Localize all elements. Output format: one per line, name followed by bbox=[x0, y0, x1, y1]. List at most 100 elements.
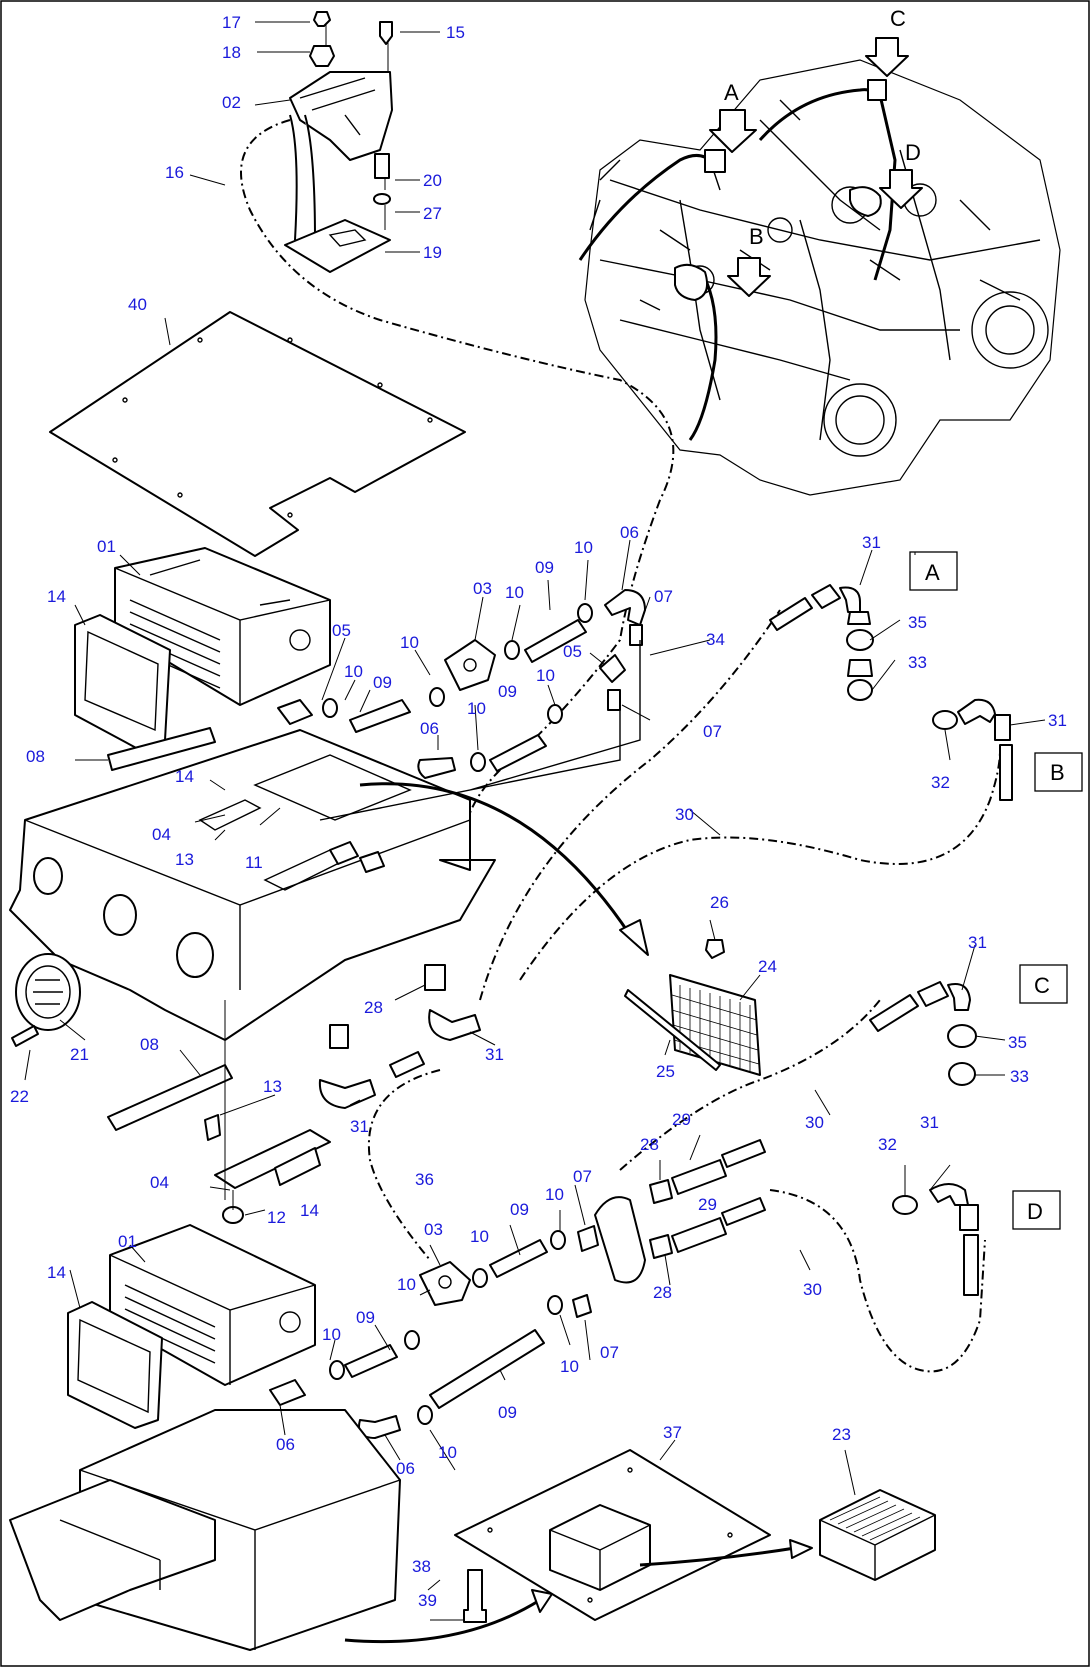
engine-overview bbox=[578, 59, 1061, 496]
callout-09-f: 09 bbox=[498, 1403, 517, 1422]
callout-24: 24 bbox=[758, 957, 777, 976]
clamp-10-b bbox=[429, 687, 445, 707]
callout-06-c: 06 bbox=[276, 1435, 295, 1454]
callout-07-b: 07 bbox=[703, 722, 722, 741]
callout-12: 12 bbox=[267, 1208, 286, 1227]
callout-21: 21 bbox=[70, 1045, 89, 1064]
callout-28-b: 28 bbox=[640, 1135, 659, 1154]
bracket-08-top bbox=[107, 727, 216, 771]
callout-28-c: 28 bbox=[653, 1283, 672, 1302]
elbow-06-c bbox=[269, 1379, 306, 1406]
clamp-10-f bbox=[470, 752, 486, 772]
callout-25: 25 bbox=[656, 1062, 675, 1081]
callout-10-h: 10 bbox=[470, 1227, 489, 1246]
pipe-30-b bbox=[519, 749, 1001, 981]
arrow-to-filter-23 bbox=[639, 1546, 796, 1567]
callout-13-top: 13 bbox=[175, 850, 194, 869]
callout-02: 02 bbox=[222, 93, 241, 112]
arrow-to-filter bbox=[359, 782, 632, 936]
callout-32-b: 32 bbox=[931, 773, 950, 792]
bolt-39 bbox=[463, 1569, 487, 1623]
callout-01-top: 01 bbox=[97, 537, 116, 556]
callout-29-b: 29 bbox=[698, 1195, 717, 1214]
callout-27: 27 bbox=[423, 204, 442, 223]
bracket-08-bottom bbox=[107, 1064, 233, 1131]
hose-09-d bbox=[489, 1239, 548, 1278]
clamp-10-k bbox=[547, 1295, 563, 1315]
callout-17: 17 bbox=[222, 13, 241, 32]
pipe-30-a bbox=[479, 609, 781, 1001]
callout-06-b: 06 bbox=[420, 719, 439, 738]
hose-09-a bbox=[349, 699, 411, 733]
callout-39: 39 bbox=[418, 1591, 437, 1610]
callout-32-d: 32 bbox=[878, 1135, 897, 1154]
hose-09-f bbox=[429, 1329, 545, 1409]
callout-10-i: 10 bbox=[397, 1275, 416, 1294]
callout-30-b: 30 bbox=[805, 1113, 824, 1132]
callout-31-e: 31 bbox=[968, 933, 987, 952]
view-box-label-a: A bbox=[925, 560, 940, 585]
fitting-07-b bbox=[607, 689, 621, 711]
callout-10-j: 10 bbox=[322, 1325, 341, 1344]
hose-stub-31 bbox=[389, 1051, 425, 1078]
engine-view-label-b: B bbox=[749, 224, 764, 249]
fitting-31-d bbox=[359, 851, 385, 873]
callout-07-c: 07 bbox=[573, 1167, 592, 1186]
view-d-assembly bbox=[892, 1183, 979, 1296]
pipe-30-c bbox=[619, 999, 881, 1171]
callout-31-c: 31 bbox=[485, 1045, 504, 1064]
gasket-14-bottom-b bbox=[67, 1301, 163, 1429]
engine-view-arrow-c: C bbox=[865, 6, 909, 77]
view-b-assembly bbox=[932, 698, 1013, 801]
callout-15: 15 bbox=[446, 23, 465, 42]
callout-03-top: 03 bbox=[473, 579, 492, 598]
hose-stub-29-b bbox=[721, 1197, 766, 1226]
callout-28-a: 28 bbox=[364, 998, 383, 1017]
callout-09-d: 09 bbox=[510, 1200, 529, 1219]
engine-view-arrow-d: D bbox=[879, 140, 923, 209]
engine-view-arrow-b: B bbox=[727, 224, 771, 297]
main-housing bbox=[9, 729, 496, 1041]
plate-37 bbox=[454, 1449, 771, 1621]
bolt-22 bbox=[11, 1025, 39, 1047]
fitting-29-a bbox=[671, 1159, 727, 1195]
callout-35-c: 35 bbox=[1008, 1033, 1027, 1052]
callout-05-b: 05 bbox=[563, 642, 582, 661]
elbow-05-a bbox=[277, 699, 313, 725]
callout-33-c: 33 bbox=[1010, 1067, 1029, 1086]
callout-19: 19 bbox=[423, 243, 442, 262]
fitting-07-a bbox=[629, 624, 643, 646]
callout-06-a: 06 bbox=[620, 523, 639, 542]
callout-10-l: 10 bbox=[438, 1443, 457, 1462]
elbow-31-b bbox=[318, 1079, 376, 1109]
callout-31-d: 31 bbox=[350, 1117, 369, 1136]
callout-26: 26 bbox=[710, 893, 729, 912]
callout-36: 36 bbox=[415, 1170, 434, 1189]
cover-plate-holes bbox=[112, 337, 433, 518]
view-box-a: A bbox=[909, 551, 958, 591]
view-box-label-b: B bbox=[1050, 760, 1065, 785]
fitting-29-b bbox=[671, 1217, 727, 1253]
hose-16 bbox=[240, 119, 675, 871]
manifold bbox=[594, 1196, 646, 1284]
hose-09-e bbox=[344, 1344, 398, 1378]
box-38 bbox=[9, 1409, 401, 1651]
callout-38: 38 bbox=[412, 1557, 431, 1576]
callout-08-bottom: 08 bbox=[140, 1035, 159, 1054]
view-a-assembly bbox=[769, 584, 874, 701]
view-box-b: B bbox=[1034, 752, 1083, 792]
engine-view-arrow-a: A bbox=[709, 80, 757, 153]
callout-20: 20 bbox=[423, 171, 442, 190]
callout-14-bottom-a: 14 bbox=[300, 1201, 319, 1220]
callout-10-f: 10 bbox=[467, 699, 486, 718]
callout-10-b: 10 bbox=[400, 633, 419, 652]
cover-21 bbox=[15, 953, 81, 1031]
arrow-head-filter bbox=[619, 919, 649, 956]
callout-40: 40 bbox=[128, 295, 147, 314]
arrow-head-23 bbox=[789, 1539, 813, 1559]
callout-06-d: 06 bbox=[396, 1459, 415, 1478]
callout-09-c: 09 bbox=[498, 682, 517, 701]
callout-13-bottom: 13 bbox=[263, 1077, 282, 1096]
fitting-28-b bbox=[329, 1024, 349, 1049]
